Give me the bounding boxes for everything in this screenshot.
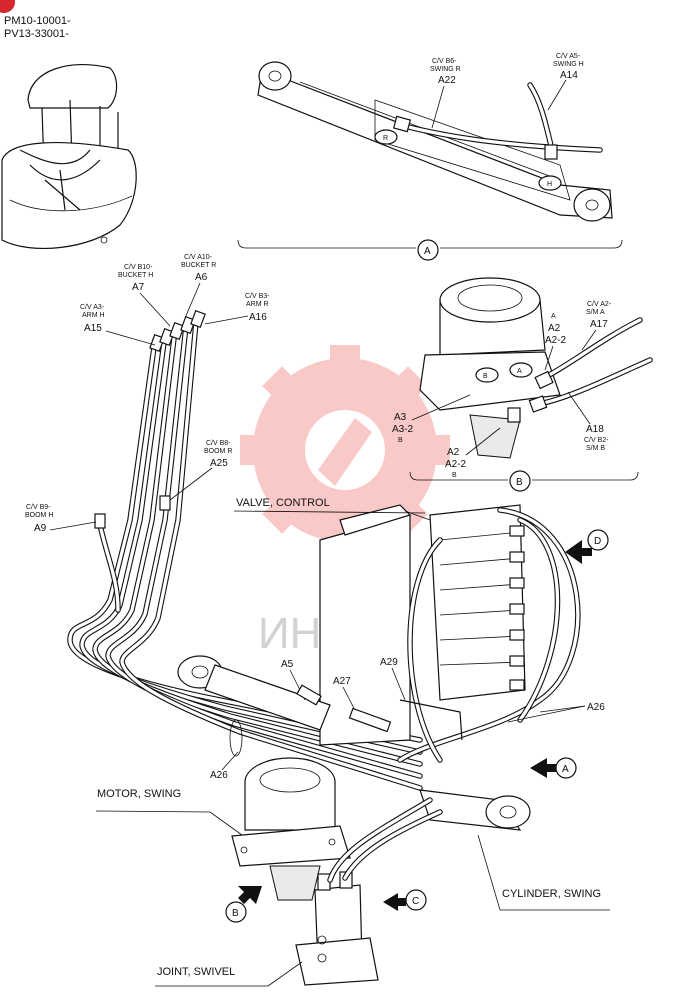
excavator-thumbnail [1, 64, 137, 249]
label-valve-control: VALVE, CONTROL [236, 497, 330, 509]
label-a15-ref: A15 [84, 323, 102, 334]
boom-hose-bundle [67, 309, 423, 791]
view-a-callout [555, 757, 577, 779]
label-a7-ref: A7 [132, 282, 145, 293]
label-a29: A29 [380, 657, 398, 668]
serial-number-1: PM10-10001- [4, 15, 71, 27]
label-a3-l2: A3-2 [392, 424, 414, 435]
label-a7-desc: BUCKET H [118, 272, 153, 279]
label-a27: A27 [333, 676, 351, 687]
swivel-joint [295, 871, 379, 986]
label-a15-desc: ARM H [82, 312, 105, 319]
watermark-gear-logo [240, 345, 450, 555]
label-a18-code: C/V B2- [584, 437, 609, 444]
label-a22-ref: A22 [438, 75, 456, 86]
label-a14-desc: SWING H [553, 61, 584, 68]
label-a14-code: C/V A5- [556, 53, 581, 60]
port-a-label: A [517, 368, 522, 375]
control-valve [319, 504, 526, 746]
label-a2-bottom-l1: A2 [447, 447, 460, 458]
view-c-callout [405, 889, 427, 911]
view-d-arrow [565, 540, 592, 564]
label-a16-code: C/V B3- [245, 293, 270, 300]
view-c-label: C [412, 896, 419, 907]
label-a16-desc: ARM R [246, 301, 269, 308]
label-a7-code: C/V B10- [124, 264, 153, 271]
view-b-arrow [238, 886, 262, 904]
label-a14-ref: A14 [560, 70, 578, 81]
label-a26-left: A26 [210, 770, 228, 781]
page-badge [0, 0, 15, 13]
view-d-label: D [594, 536, 601, 547]
label-a6-code: C/V A10- [184, 254, 213, 261]
label-a6-desc: BUCKET R [181, 262, 216, 269]
view-a-label: A [562, 764, 569, 775]
label-a9-desc: BOOM H [25, 512, 53, 519]
view-c-arrow [383, 893, 406, 911]
label-a9-ref: A9 [34, 523, 47, 534]
label-a17-desc: S/M A [586, 309, 605, 316]
label-a2-bottom-l2: A2-2 [445, 459, 467, 470]
label-a26-right: A26 [587, 702, 605, 713]
view-a-arrow [530, 758, 556, 778]
label-cylinder-swing: CYLINDER, SWING [502, 888, 601, 900]
label-a2-top-l1: A [551, 313, 556, 320]
label-a16-ref: A16 [249, 312, 267, 323]
label-a2-top-l3: A2-2 [545, 335, 567, 346]
swing-motor [231, 757, 351, 901]
label-a18-ref: A18 [586, 424, 604, 435]
detail-a-callout-label: A [424, 246, 431, 257]
label-a18-desc: S/M B [586, 445, 605, 452]
swing-cylinder [177, 655, 531, 831]
detail-a-swing-cylinder: R H C/V B6- SWING R A22 C/V A5- SWING H … [237, 53, 623, 261]
label-a3-l1: A3 [394, 412, 407, 423]
detail-a-callout [417, 239, 439, 261]
view-b-label: B [232, 908, 239, 919]
label-motor-swing: MOTOR, SWING [97, 788, 181, 800]
detail-b-callout-label: B [516, 477, 523, 488]
view-d-callout [587, 529, 609, 551]
label-a5: A5 [281, 659, 294, 670]
label-a25-code: C/V B8- [206, 440, 231, 447]
label-a17-ref: A17 [590, 319, 608, 330]
view-b-callout [225, 901, 247, 923]
label-a6-ref: A6 [195, 272, 208, 283]
port-b-label: B [483, 373, 488, 380]
label-a3-l3: B [398, 437, 403, 444]
label-a25-desc: BOOM R [204, 448, 232, 455]
label-a2-top-l2: A2 [548, 323, 561, 334]
label-a22-desc: SWING R [430, 66, 461, 73]
label-a15-code: C/V A3- [80, 304, 105, 311]
detail-b-callout [509, 470, 531, 492]
detail-b-swing-motor: B A A A2 A2-2 C/V A2- S/M A A17 A3 A3-2 … [392, 277, 653, 492]
label-a25-ref: A25 [210, 458, 228, 469]
label-a17-code: C/V A2- [587, 301, 612, 308]
port-r-label: R [383, 135, 388, 142]
label-a9-code: C/V B9- [26, 504, 51, 511]
port-h-label: H [547, 181, 552, 188]
label-a2-bottom-l3: B [452, 472, 457, 479]
label-a22-code: C/V B6- [432, 58, 457, 65]
label-joint-swivel: JOINT, SWIVEL [157, 966, 235, 978]
serial-number-2: PV13-33001- [4, 28, 69, 40]
main-assembly: C/V B10- BUCKET H A7 C/V A10- BUCKET R A… [25, 254, 610, 987]
